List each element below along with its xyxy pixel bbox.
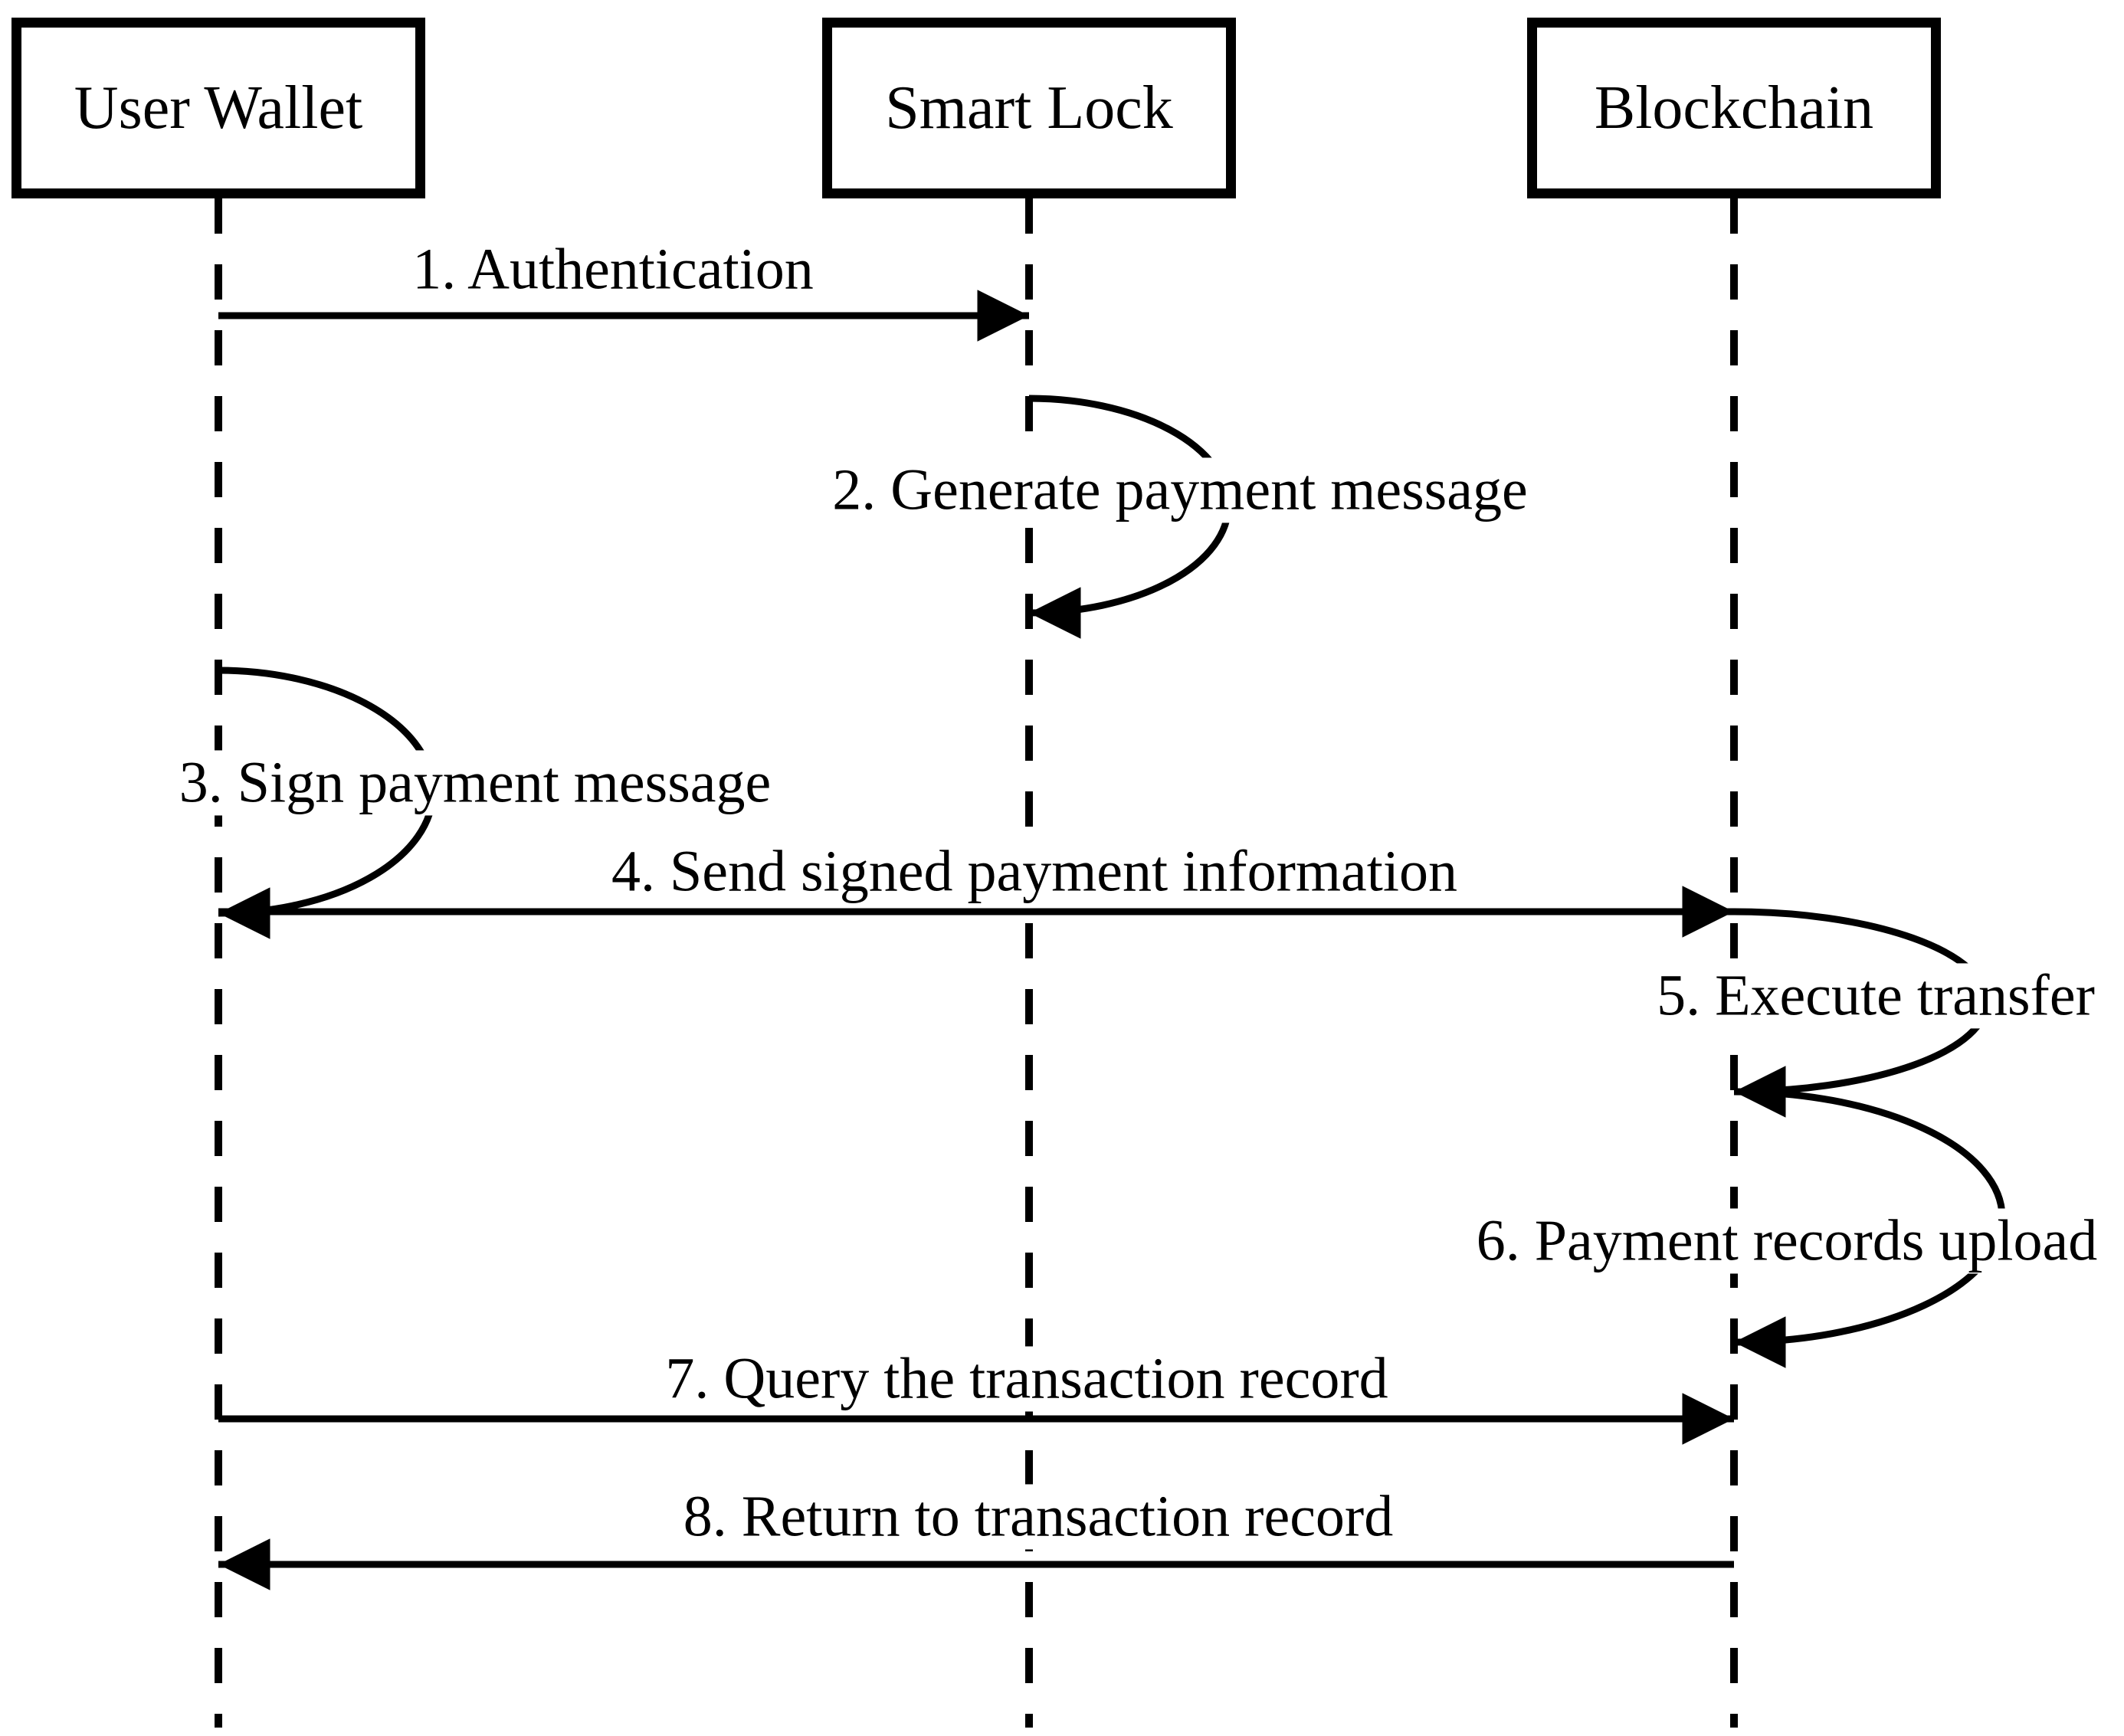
actor-label-user-wallet: User Wallet [74,74,363,142]
actor-box-user-wallet: User Wallet [11,18,425,198]
actor-label-blockchain: Blockchain [1594,74,1874,142]
message-label-4: 4. Send signed payment information [604,839,1465,905]
actor-box-blockchain: Blockchain [1527,18,1941,198]
actor-label-smart-lock: Smart Lock [885,74,1173,142]
message-label-3: 3. Sign payment message [171,750,779,816]
actor-box-smart-lock: Smart Lock [822,18,1236,198]
message-label-7: 7. Query the transaction record [657,1346,1396,1412]
message-label-1: 1. Authentication [405,237,821,303]
message-label-5: 5. Execute transfer [1649,963,2103,1029]
message-label-2: 2. Generate payment message [824,457,1536,523]
message-label-6: 6. Payment records upload [1468,1208,2106,1274]
message-label-8: 8. Return to transaction record [675,1484,1401,1550]
